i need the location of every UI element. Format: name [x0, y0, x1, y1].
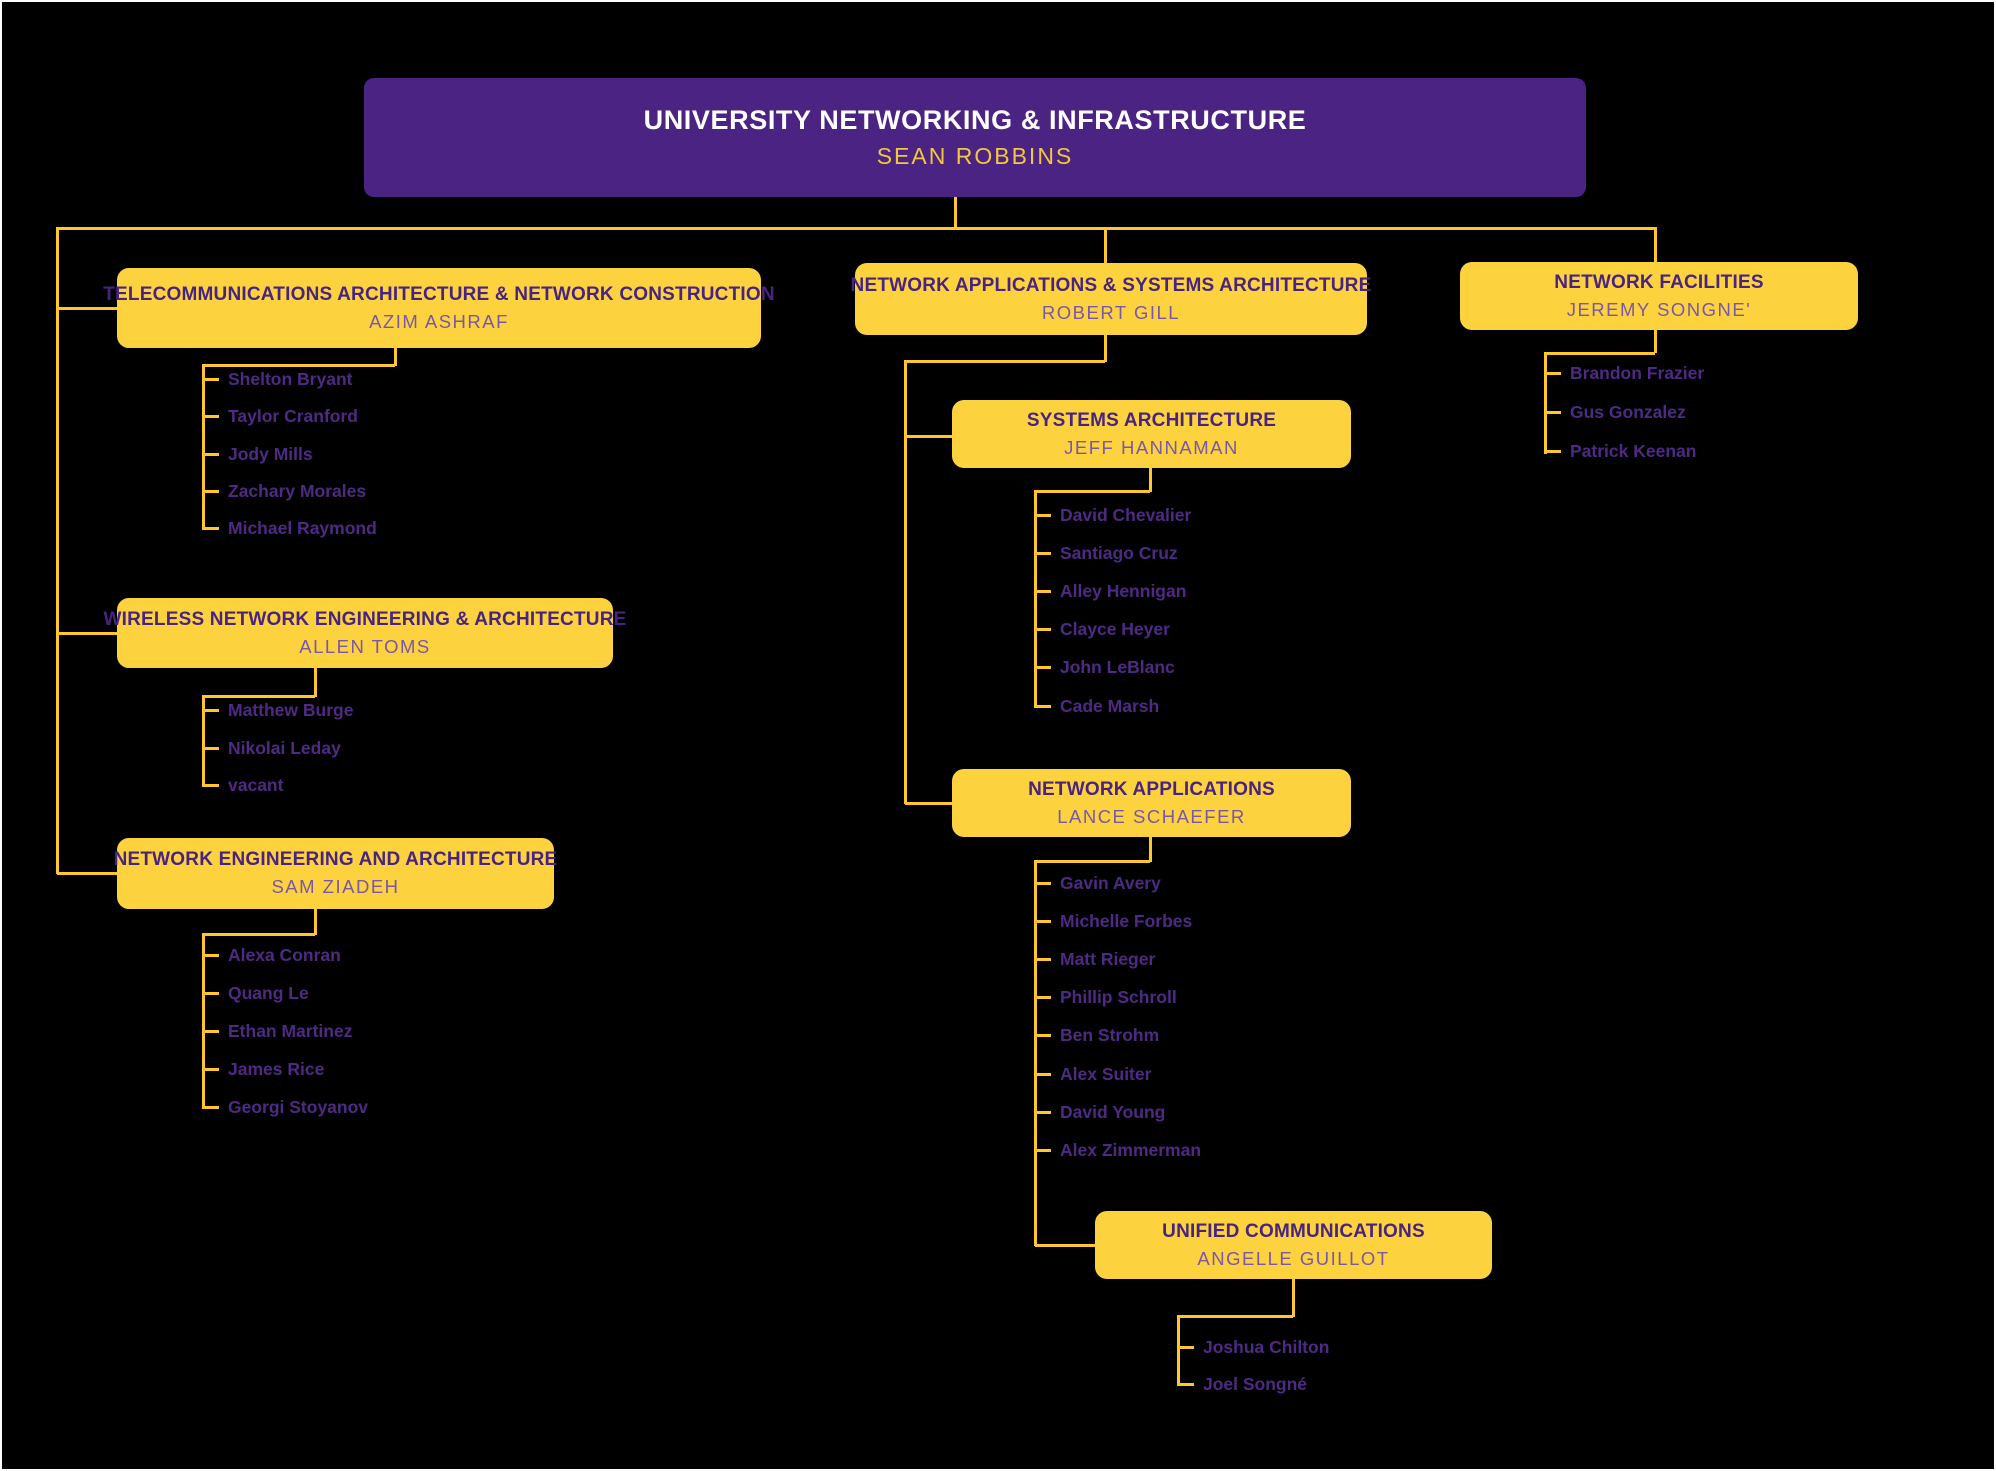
connector-line [1654, 330, 1657, 353]
member-name: Alex Zimmerman [1034, 1131, 1201, 1169]
dept-title: NETWORK APPLICATIONS [1028, 778, 1275, 800]
connector-line [954, 197, 957, 228]
org-box-network-facilities: NETWORK FACILITIES JEREMY SONGNE' [1460, 262, 1858, 330]
dept-manager: SAM ZIADEH [271, 876, 400, 897]
org-box-network-applications-systems: NETWORK APPLICATIONS & SYSTEMS ARCHITECT… [851, 263, 1371, 335]
member-name: Quang Le [202, 974, 368, 1012]
member-name: Georgi Stoyanov [202, 1089, 368, 1127]
dept-manager: JEFF HANNAMAN [1064, 436, 1239, 458]
dept-manager: LANCE SCHAEFER [1057, 805, 1246, 827]
member-name: Jody Mills [202, 436, 377, 473]
org-box-root: UNIVERSITY NETWORKING & INFRASTRUCTURE S… [364, 78, 1586, 197]
connector-line [203, 933, 315, 936]
dept-title: NETWORK APPLICATIONS & SYSTEMS ARCHITECT… [850, 274, 1372, 296]
connector-line [904, 360, 907, 804]
org-box-systems-architecture: SYSTEMS ARCHITECTURE JEFF HANNAMAN [952, 400, 1351, 468]
member-name: Taylor Cranford [202, 398, 377, 435]
connector-line [905, 360, 1105, 363]
org-box-telecom: TELECOMMUNICATIONS ARCHITECTURE & NETWOR… [103, 268, 775, 348]
connector-line [1178, 1315, 1293, 1318]
member-name: Joel Songné [1177, 1366, 1329, 1403]
member-name: Cade Marsh [1034, 687, 1191, 725]
member-name: Nikolai Leday [202, 730, 353, 768]
member-name: Alley Hennigan [1034, 572, 1191, 610]
connector-line [57, 307, 117, 310]
member-name: Joshua Chilton [1177, 1329, 1329, 1366]
member-name: Ben Strohm [1034, 1017, 1201, 1055]
dept-manager: ALLEN TOMS [299, 635, 431, 657]
member-name: Matthew Burge [202, 692, 353, 730]
dept-manager: AZIM ASHRAF [369, 310, 509, 332]
connector-line [314, 668, 317, 697]
dept-title: WIRELESS NETWORK ENGINEERING & ARCHITECT… [103, 608, 627, 630]
member-name: Gavin Avery [1034, 864, 1201, 902]
member-name: Alex Suiter [1034, 1055, 1201, 1093]
dept-title: TELECOMMUNICATIONS ARCHITECTURE & NETWOR… [103, 283, 775, 305]
connector-line [1292, 1279, 1295, 1317]
member-name: Phillip Schroll [1034, 979, 1201, 1017]
root-title: UNIVERSITY NETWORKING & INFRASTRUCTURE [643, 105, 1307, 135]
connector-line [1654, 227, 1657, 262]
member-name: David Chevalier [1034, 496, 1191, 534]
member-name: Shelton Bryant [202, 361, 377, 398]
member-name: Ethan Martinez [202, 1012, 368, 1050]
org-box-wireless: WIRELESS NETWORK ENGINEERING & ARCHITECT… [103, 598, 626, 668]
connector-line [905, 435, 952, 438]
member-name: Michelle Forbes [1034, 902, 1201, 940]
connector-line [57, 227, 1657, 230]
connector-line [905, 802, 952, 805]
connector-line [1035, 490, 1150, 493]
connector-line [56, 227, 59, 874]
dept-title: NETWORK ENGINEERING AND ARCHITECTURE [113, 849, 558, 870]
org-box-unified-communications: UNIFIED COMMUNICATIONS ANGELLE GUILLOT [1095, 1211, 1492, 1279]
dept-title: UNIFIED COMMUNICATIONS [1162, 1220, 1425, 1242]
dept-manager: ROBERT GILL [1041, 301, 1181, 323]
member-name: David Young [1034, 1093, 1201, 1131]
dept-manager: ANGELLE GUILLOT [1197, 1247, 1390, 1269]
member-name: Alexa Conran [202, 936, 368, 974]
connector-line [1035, 860, 1150, 863]
org-box-network-engineering: NETWORK ENGINEERING AND ARCHITECTURE SAM… [114, 838, 557, 909]
root-manager: SEAN ROBBINS [876, 143, 1074, 169]
org-box-network-applications: NETWORK APPLICATIONS LANCE SCHAEFER [952, 769, 1351, 837]
connector-line [314, 909, 317, 935]
connector-line [1104, 227, 1107, 263]
connector-line [394, 348, 397, 366]
member-name: Matt Rieger [1034, 940, 1201, 978]
dept-manager: JEREMY SONGNE' [1566, 298, 1752, 320]
connector-line [1149, 837, 1152, 862]
connector-line [57, 632, 117, 635]
connector-line [57, 872, 117, 875]
dept-title: SYSTEMS ARCHITECTURE [1026, 409, 1277, 431]
member-name: James Rice [202, 1051, 368, 1089]
member-name: Clayce Heyer [1034, 611, 1191, 649]
connector-line [1149, 468, 1152, 492]
member-name: vacant [202, 767, 353, 805]
connector-line [1104, 335, 1107, 362]
member-name: Zachary Morales [202, 473, 377, 510]
member-name: Brandon Frazier [1544, 354, 1704, 393]
member-name: Gus Gonzalez [1544, 393, 1704, 432]
member-name: Patrick Keenan [1544, 432, 1704, 471]
member-name: Michael Raymond [202, 510, 377, 547]
member-name: Santiago Cruz [1034, 534, 1191, 572]
connector-line [1035, 1244, 1095, 1247]
dept-title: NETWORK FACILITIES [1554, 271, 1764, 293]
member-name: John LeBlanc [1034, 649, 1191, 687]
